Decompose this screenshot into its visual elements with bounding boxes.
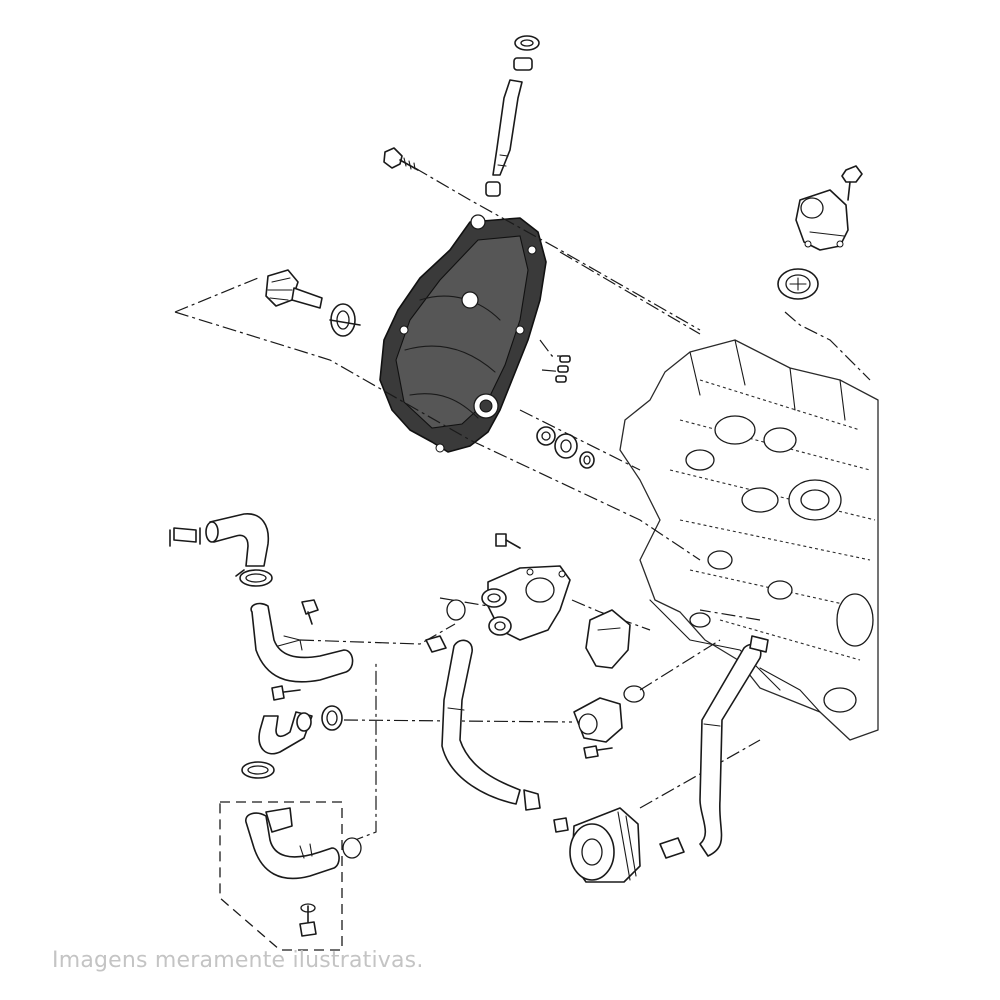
o-ring xyxy=(342,837,362,859)
hose-clamp xyxy=(235,569,273,587)
bolt xyxy=(271,685,301,701)
oil-cooler xyxy=(569,807,641,883)
thermostat-housing xyxy=(795,189,849,251)
bolt xyxy=(583,745,613,759)
illustration-disclaimer: Imagens meramente ilustrativas. xyxy=(52,948,424,973)
water-pump-cover xyxy=(379,214,547,453)
bolt xyxy=(301,599,319,625)
bolt xyxy=(841,165,863,201)
hose-clamp xyxy=(425,635,447,653)
hose-clamp xyxy=(241,761,275,779)
water-pump-shaft xyxy=(485,35,540,197)
hose-clamp xyxy=(321,705,343,731)
engine-block xyxy=(619,339,879,741)
coolant-hose xyxy=(441,639,521,805)
bolt xyxy=(495,533,521,549)
coolant-pipe-assembly xyxy=(245,807,340,880)
bolt xyxy=(553,817,569,833)
hose-clamp xyxy=(169,527,201,547)
thermostat xyxy=(777,268,819,300)
dowel-pins xyxy=(555,355,571,383)
housing-gasket xyxy=(585,609,631,669)
hose-clamp xyxy=(523,789,541,811)
bearing-set xyxy=(536,426,595,469)
coolant-hose xyxy=(250,602,354,683)
hose-clamp xyxy=(749,635,769,653)
o-ring xyxy=(446,599,466,621)
bolt xyxy=(299,905,317,937)
coolant-hose xyxy=(258,711,313,755)
water-pump-impeller xyxy=(265,269,323,309)
coolant-hose xyxy=(205,513,270,567)
o-ring xyxy=(623,685,645,703)
bolt xyxy=(383,147,419,171)
water-outlet-fitting xyxy=(573,697,623,743)
water-pump-housing xyxy=(481,565,571,641)
shaft-seal xyxy=(329,303,361,337)
hose-clamp xyxy=(659,837,685,859)
